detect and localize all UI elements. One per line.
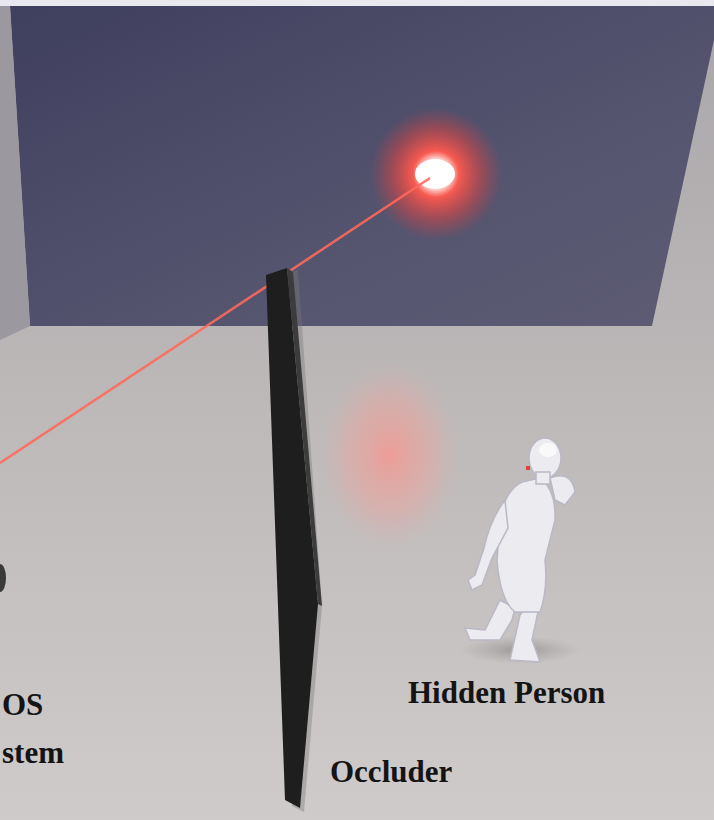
- figure-label: Hidden Person: [408, 676, 605, 710]
- figure-label: OS: [2, 688, 43, 722]
- figure-label: Occluder: [330, 755, 452, 789]
- figure-label: stem: [2, 736, 64, 770]
